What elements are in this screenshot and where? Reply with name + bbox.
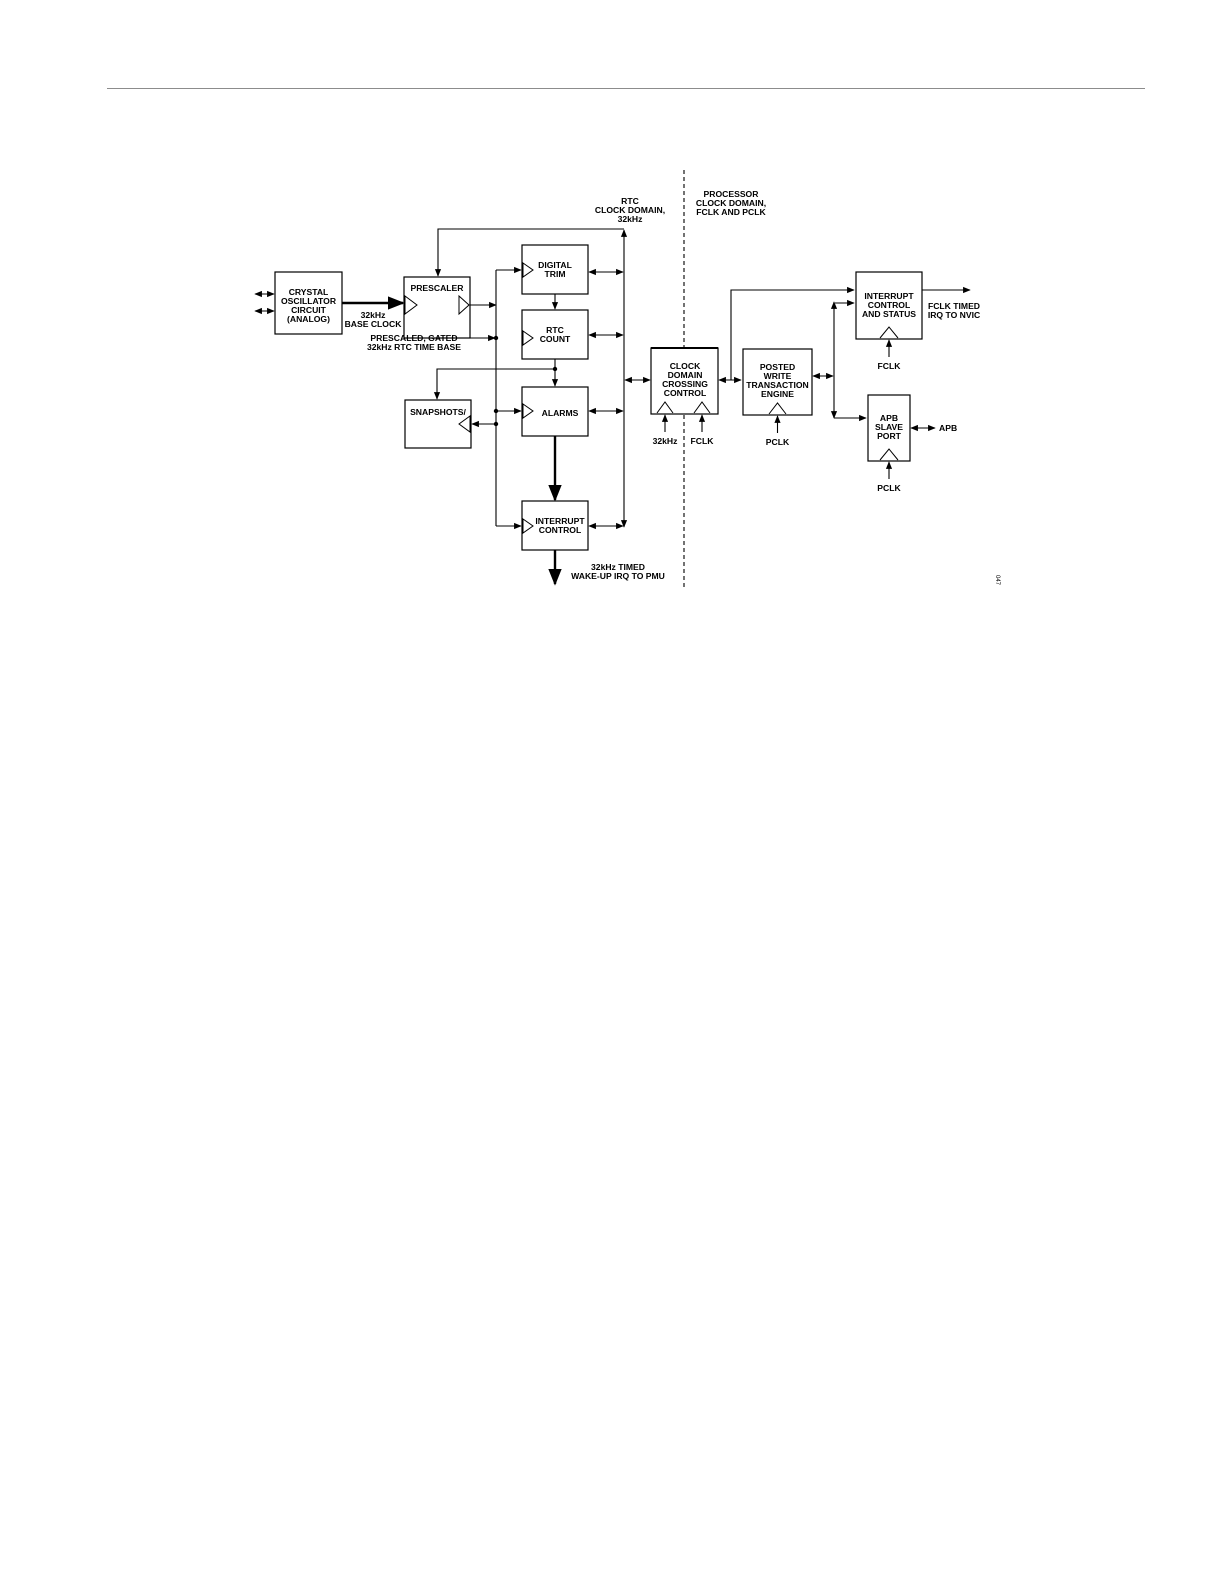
svg-text:CRYSTAL: CRYSTAL <box>289 287 329 297</box>
svg-text:32kHz RTC TIME BASE: 32kHz RTC TIME BASE <box>367 342 461 352</box>
count-to-snapshots <box>433 368 555 400</box>
cdc-to-int-status <box>730 286 855 380</box>
svg-text:CIRCUIT: CIRCUIT <box>291 305 327 315</box>
svg-text:CLOCK DOMAIN,: CLOCK DOMAIN, <box>595 205 665 215</box>
processor-domain-label: PROCESSOR CLOCK DOMAIN, FCLK AND PCLK <box>696 189 767 217</box>
svg-text:32kHz: 32kHz <box>361 310 386 320</box>
posted-write-engine-block: POSTED WRITE TRANSACTION ENGINE <box>742 348 813 416</box>
svg-text:WRITE: WRITE <box>764 371 792 381</box>
cdc-32k-label: 32kHz <box>653 436 678 446</box>
svg-text:TRIM: TRIM <box>544 269 565 279</box>
svg-text:FCLK TIMED: FCLK TIMED <box>928 301 980 311</box>
svg-text:PROCESSOR: PROCESSOR <box>704 189 760 199</box>
svg-text:APB: APB <box>880 413 898 423</box>
base-clock-label: 32kHz BASE CLOCK <box>345 310 403 329</box>
svg-text:PORT: PORT <box>877 431 902 441</box>
time-base-label: PRESCALED, GATED 32kHz RTC TIME BASE <box>367 333 461 352</box>
svg-text:WAKE-UP IRQ TO PMU: WAKE-UP IRQ TO PMU <box>571 571 665 581</box>
svg-text:OSCILLATOR: OSCILLATOR <box>281 296 337 306</box>
alarms-block: ALARMS <box>521 386 589 437</box>
svg-text:PRESCALER: PRESCALER <box>410 283 464 293</box>
svg-text:BASE CLOCK: BASE CLOCK <box>345 319 403 329</box>
svg-text:CONTROL: CONTROL <box>539 525 582 535</box>
svg-text:INTERRUPT: INTERRUPT <box>535 516 585 526</box>
svg-text:CLOCK DOMAIN,: CLOCK DOMAIN, <box>696 198 766 208</box>
svg-text:CONTROL: CONTROL <box>664 388 707 398</box>
svg-text:CROSSING: CROSSING <box>662 379 708 389</box>
cdc-control-block: CLOCK DOMAIN CROSSING CONTROL <box>650 347 719 415</box>
junction <box>493 408 499 414</box>
svg-text:TRANSACTION: TRANSACTION <box>746 380 809 390</box>
svg-text:CLOCK: CLOCK <box>670 361 701 371</box>
rtc-count-block: RTC COUNT <box>521 309 589 360</box>
svg-text:RTC: RTC <box>546 325 564 335</box>
svg-text:32kHz: 32kHz <box>618 214 643 224</box>
svg-text:CONTROL: CONTROL <box>868 300 911 310</box>
prescaler-block: PRESCALER <box>403 276 471 339</box>
crystal-oscillator-block: CRYSTAL OSCILLATOR CIRCUIT (ANALOG) <box>274 271 343 335</box>
svg-text:FCLK AND PCLK: FCLK AND PCLK <box>696 207 766 217</box>
bus-to-prescaler <box>434 228 624 277</box>
digital-trim-block: DIGITAL TRIM <box>521 244 589 295</box>
svg-text:AND STATUS: AND STATUS <box>862 309 916 319</box>
svg-text:POSTED: POSTED <box>760 362 795 372</box>
fclk-irq-label: FCLK TIMED IRQ TO NVIC <box>928 301 980 320</box>
svg-text:SLAVE: SLAVE <box>875 422 903 432</box>
figure-id: 047 <box>994 575 1000 586</box>
cdc-fclk-label: FCLK <box>691 436 715 446</box>
rtc-domain-label: RTC CLOCK DOMAIN, 32kHz <box>595 196 665 224</box>
snapshots-block: SNAPSHOTS/ <box>404 399 472 449</box>
apb-slave-port-block: APB SLAVE PORT <box>867 394 911 462</box>
svg-text:SNAPSHOTS/: SNAPSHOTS/ <box>410 407 466 417</box>
svg-text:ENGINE: ENGINE <box>761 389 794 399</box>
apb-pclk-label: PCLK <box>877 483 901 493</box>
svg-text:DOMAIN: DOMAIN <box>668 370 703 380</box>
int-fclk-label: FCLK <box>878 361 902 371</box>
junction <box>493 335 499 341</box>
svg-text:ALARMS: ALARMS <box>542 408 579 418</box>
interrupt-control-block: INTERRUPT CONTROL <box>521 500 589 551</box>
svg-text:COUNT: COUNT <box>540 334 571 344</box>
svg-text:DIGITAL: DIGITAL <box>538 260 572 270</box>
header-rule <box>107 88 1145 89</box>
svg-text:(ANALOG): (ANALOG) <box>287 314 330 324</box>
svg-text:RTC: RTC <box>621 196 639 206</box>
wakeup-irq-label: 32kHz TIMED WAKE-UP IRQ TO PMU <box>571 562 665 581</box>
svg-text:32kHz TIMED: 32kHz TIMED <box>591 562 645 572</box>
svg-text:IRQ TO NVIC: IRQ TO NVIC <box>928 310 980 320</box>
posted-pclk-label: PCLK <box>766 437 790 447</box>
apb-bus-label: APB <box>939 423 957 433</box>
svg-text:INTERRUPT: INTERRUPT <box>864 291 914 301</box>
interrupt-control-status-block: INTERRUPT CONTROL AND STATUS <box>855 271 923 340</box>
svg-text:PRESCALED, GATED: PRESCALED, GATED <box>370 333 457 343</box>
